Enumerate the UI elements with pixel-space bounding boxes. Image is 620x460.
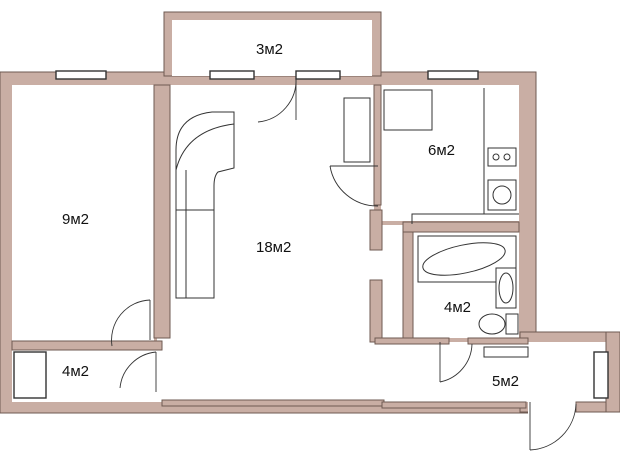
label-balcony: 3м2 (256, 41, 283, 58)
balcony-floor (172, 20, 372, 76)
window-bedroom (55, 70, 107, 80)
door-entrance (529, 402, 577, 451)
window-kitchen (427, 70, 479, 80)
sofa-icon (175, 111, 235, 299)
door-bathroom (439, 342, 473, 383)
window-living-right (295, 70, 341, 80)
partitions (11, 84, 620, 413)
corridor-floor (12, 350, 382, 402)
kitchen-counter-icon (411, 88, 519, 224)
furniture (175, 88, 529, 358)
door-bedroom (111, 299, 151, 347)
corridor-vertical (157, 338, 383, 354)
window-storage (13, 351, 47, 399)
label-hall: 5м2 (492, 373, 519, 390)
window-hall (593, 351, 609, 399)
kitchen-table-icon (383, 89, 433, 131)
label-bedroom: 9м2 (62, 211, 89, 228)
window-living-left (209, 70, 255, 80)
stove-icon (487, 147, 517, 167)
room-labels: 3м2 6м2 9м2 18м2 4м2 4м2 5м2 (62, 41, 519, 390)
label-kitchen: 6м2 (428, 142, 455, 159)
bedroom-floor (12, 85, 154, 341)
door-storage (119, 351, 157, 392)
door-kitchen (329, 165, 379, 207)
sink-icon (487, 179, 517, 211)
label-living: 18м2 (256, 239, 291, 256)
cabinet-icon (343, 97, 371, 163)
door-balcony (257, 77, 297, 123)
toilet-icon (478, 313, 519, 335)
label-bathroom: 4м2 (444, 299, 471, 316)
label-storage: 4м2 (62, 363, 89, 380)
hall-shelf-icon (483, 346, 529, 358)
washbasin-icon (495, 267, 517, 309)
windows (13, 70, 609, 399)
doors (111, 77, 577, 451)
